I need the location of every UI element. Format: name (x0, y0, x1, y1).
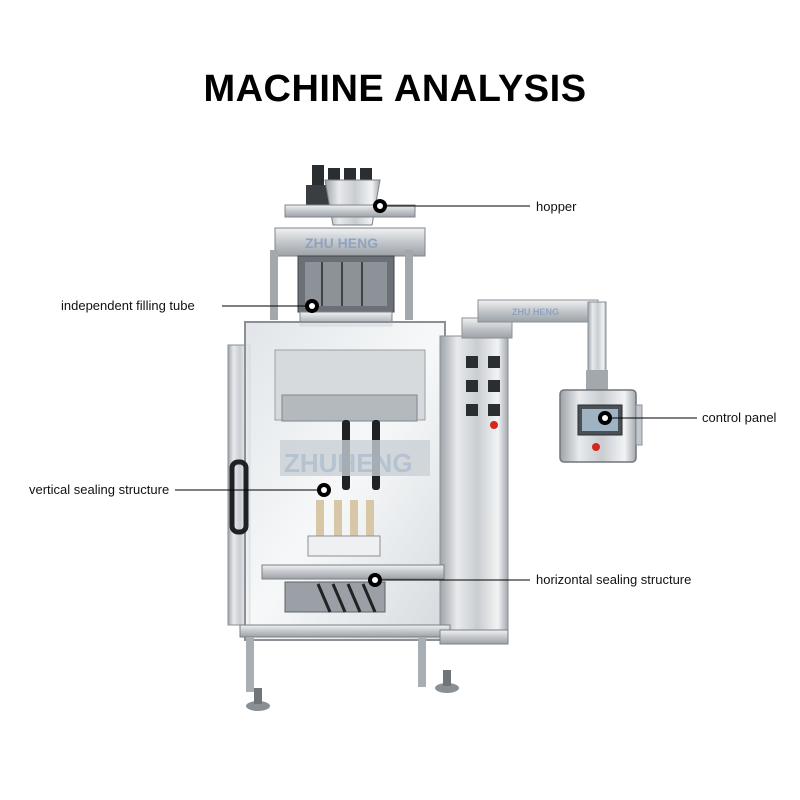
callout-filling-tube: independent filling tube (61, 298, 195, 313)
control-panel-box (559, 389, 643, 463)
head-brand-logo: ZHU HENG (305, 235, 378, 251)
page-title: MACHINE ANALYSIS (203, 68, 587, 110)
hopper-assembly: ZHU HENG (274, 165, 426, 257)
filling-tube-block (270, 250, 413, 327)
control-arm: ZHU HENG (461, 299, 608, 390)
callout-hopper: hopper (536, 199, 577, 214)
watermark-brand: ZHUHENG (284, 448, 413, 478)
callout-leaders (175, 199, 697, 587)
callout-control-panel: control panel (702, 410, 777, 425)
callout-horizontal-sealing: horizontal sealing structure (536, 572, 692, 587)
callout-vertical-sealing: vertical sealing structure (29, 482, 170, 497)
arm-brand-logo: ZHU HENG (512, 307, 559, 317)
machine-main-body: ZHUHENG (227, 321, 509, 711)
